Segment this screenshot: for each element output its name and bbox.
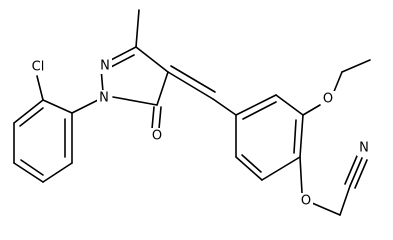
bond-ca1-ca2-double — [242, 101, 277, 120]
bond-ch2-cn — [339, 185, 351, 216]
bond-o-ch2 — [311, 202, 341, 216]
bonds — [13, 9, 371, 216]
bond-ca5-ca6 — [235, 156, 263, 181]
bond-n2-c3-double — [108, 54, 135, 69]
atom-label-masks — [26, 58, 371, 209]
bond-n1-cp1 — [71, 99, 99, 114]
bond-c4-c5 — [156, 71, 169, 106]
bond-c5-o — [151, 106, 155, 130]
bond-oet-ch2 — [332, 71, 343, 95]
bond-cp4-cp5-double — [20, 159, 44, 176]
bond-cp5-cp6 — [42, 162, 73, 183]
bond-cp1-cp2 — [42, 99, 73, 114]
bond-c4-ch-double — [170, 65, 216, 93]
bond-ca2-ca3 — [275, 94, 304, 116]
bond-c5-n1 — [112, 96, 158, 106]
bond-c5-o-double — [158, 106, 162, 130]
atom-pyrazole-n2: N — [100, 59, 110, 74]
bond-cn-triple-2 — [344, 155, 358, 185]
atom-ethoxy-oxygen: O — [323, 92, 333, 107]
molecule-structure-diagram: Cl N N O O O N — [13, 9, 371, 216]
bond-ca4-oet2 — [299, 156, 303, 194]
atom-labels: Cl N N O O O N — [32, 59, 369, 209]
bond-ca5-ca6-double — [241, 154, 262, 173]
bond-c4-ch — [167, 71, 214, 100]
bond-cp2-cl — [36, 75, 44, 101]
atom-chlorine: Cl — [32, 60, 45, 75]
bond-cp2-cp3 — [13, 99, 44, 124]
bond-c3-methyl — [135, 9, 140, 48]
bond-ca4-ca5 — [261, 156, 301, 181]
bond-ch-ca1 — [212, 98, 237, 116]
bond-ch2-ch3 — [341, 59, 371, 73]
bond-c3-c4 — [135, 46, 169, 73]
atom-ether-oxygen: O — [301, 194, 311, 209]
bond-cn-triple-1 — [349, 157, 363, 187]
bond-cn-triple-3 — [354, 159, 368, 189]
bond-ca3-ca4-double — [293, 119, 297, 154]
bond-cp4-cp5 — [13, 162, 44, 183]
bond-ca3-ca4 — [299, 114, 304, 158]
bond-ca1-ca2 — [235, 94, 277, 116]
atom-nitrile-nitrogen: N — [359, 141, 369, 156]
molecule-canvas: Cl N N O O O N — [13, 9, 371, 216]
atom-carbonyl-oxygen: O — [152, 129, 162, 144]
atom-pyrazole-n1: N — [99, 91, 109, 106]
bond-cp2-cp3-double — [19, 107, 44, 127]
bond-ca3-oet — [302, 104, 321, 116]
